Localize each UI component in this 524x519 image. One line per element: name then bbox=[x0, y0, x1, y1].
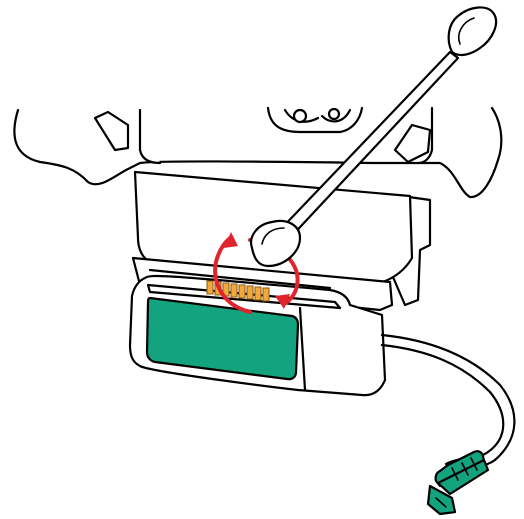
cable bbox=[382, 335, 514, 472]
cable-connector bbox=[428, 451, 488, 514]
